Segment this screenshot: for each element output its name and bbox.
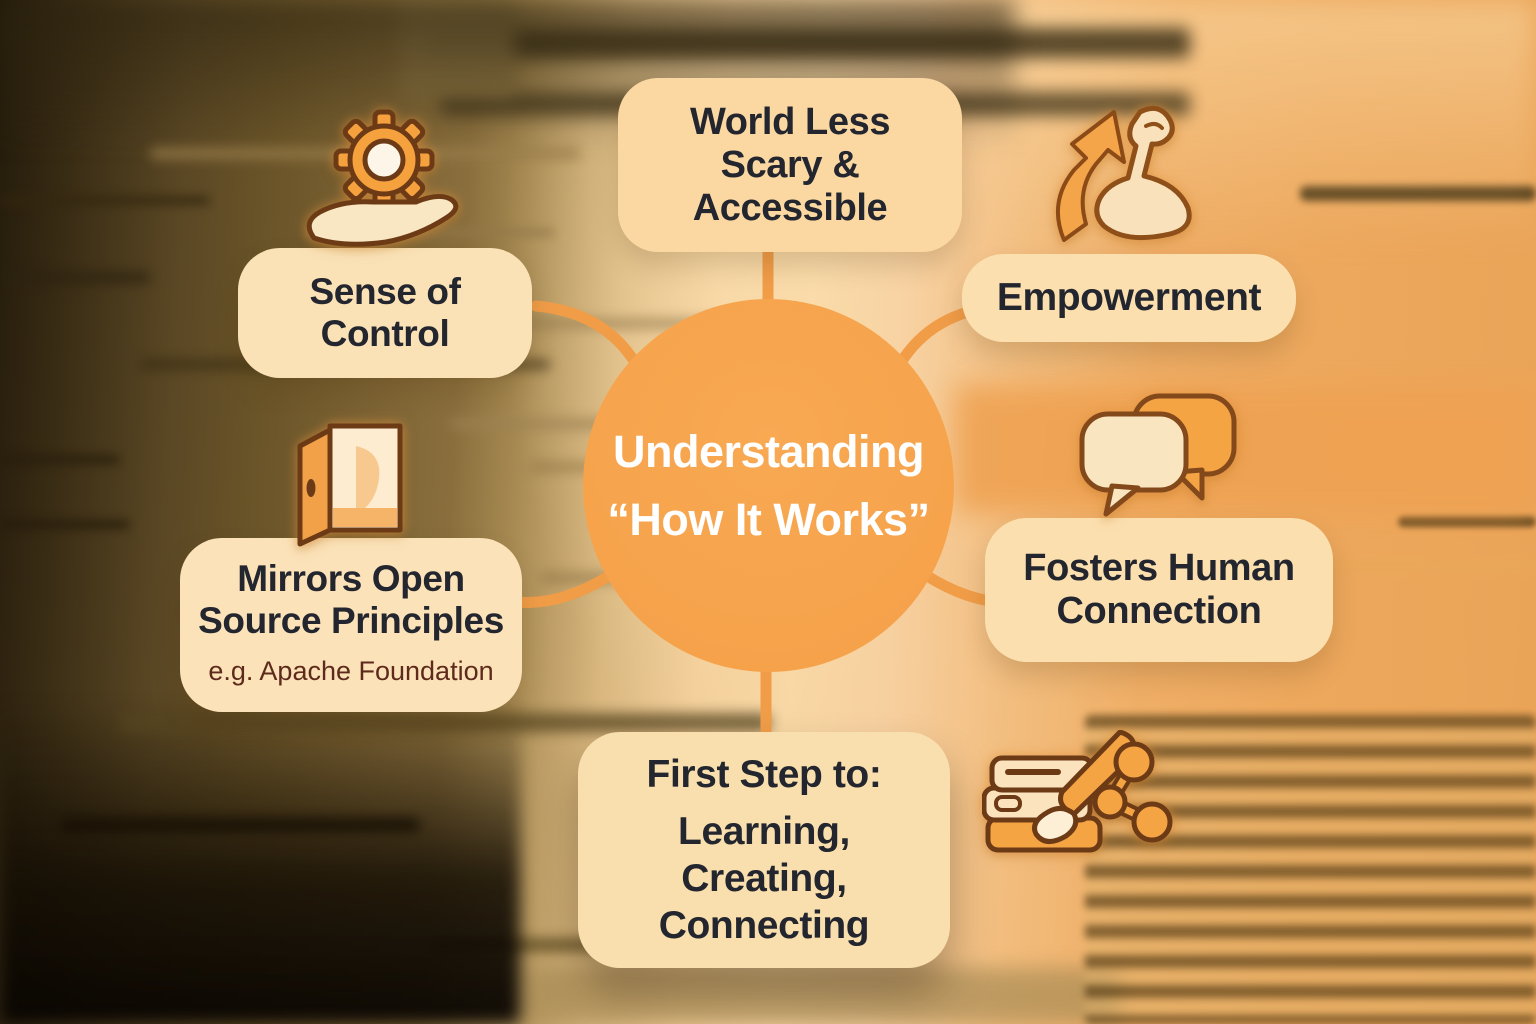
connector-top-left <box>530 300 642 370</box>
node-subtitle: e.g. Apache Foundation <box>208 656 494 686</box>
node-label-line: Sense of <box>309 271 461 312</box>
node-first-step: First Step to: Learning, Creating, Conne… <box>578 732 950 968</box>
central-node: Understanding “How It Works” <box>583 299 954 672</box>
node-sense-of-control: Sense of Control <box>238 248 532 378</box>
node-label-line: Accessible <box>692 186 888 229</box>
node-label-line: Connecting <box>658 904 870 947</box>
node-label-line: Source Principles <box>198 600 504 641</box>
node-empowerment: Empowerment <box>962 254 1296 342</box>
node-world-less-scary: World Less Scary & Accessible <box>618 78 962 252</box>
node-fosters-human-connection: Fosters Human Connection <box>985 518 1333 662</box>
node-label-line: Creating, <box>681 857 847 900</box>
node-label-line: Empowerment <box>996 276 1262 319</box>
node-label-line: Fosters Human <box>1023 547 1295 589</box>
node-label-line: World Less <box>689 100 891 143</box>
books-brush-share-icon <box>982 730 1187 860</box>
central-node-line: Understanding <box>612 425 925 477</box>
gear-in-hand-icon <box>298 102 470 252</box>
node-label-line: Learning, <box>678 810 850 853</box>
node-heading: First Step to: <box>646 753 882 796</box>
node-label-line: Control <box>320 313 450 354</box>
central-node-line: “How It Works” <box>607 493 930 545</box>
node-label-line: Mirrors Open <box>237 558 465 599</box>
node-mirrors-open-source: Mirrors Open Source Principles e.g. Apac… <box>180 538 522 712</box>
node-label-line: Connection <box>1056 590 1262 632</box>
open-door-icon <box>286 420 406 548</box>
node-label-line: Scary & <box>720 143 860 186</box>
connector-bottom-left <box>512 568 618 608</box>
flexed-arm-growth-arrow-icon <box>1048 98 1198 248</box>
chat-bubbles-icon <box>1076 390 1242 522</box>
